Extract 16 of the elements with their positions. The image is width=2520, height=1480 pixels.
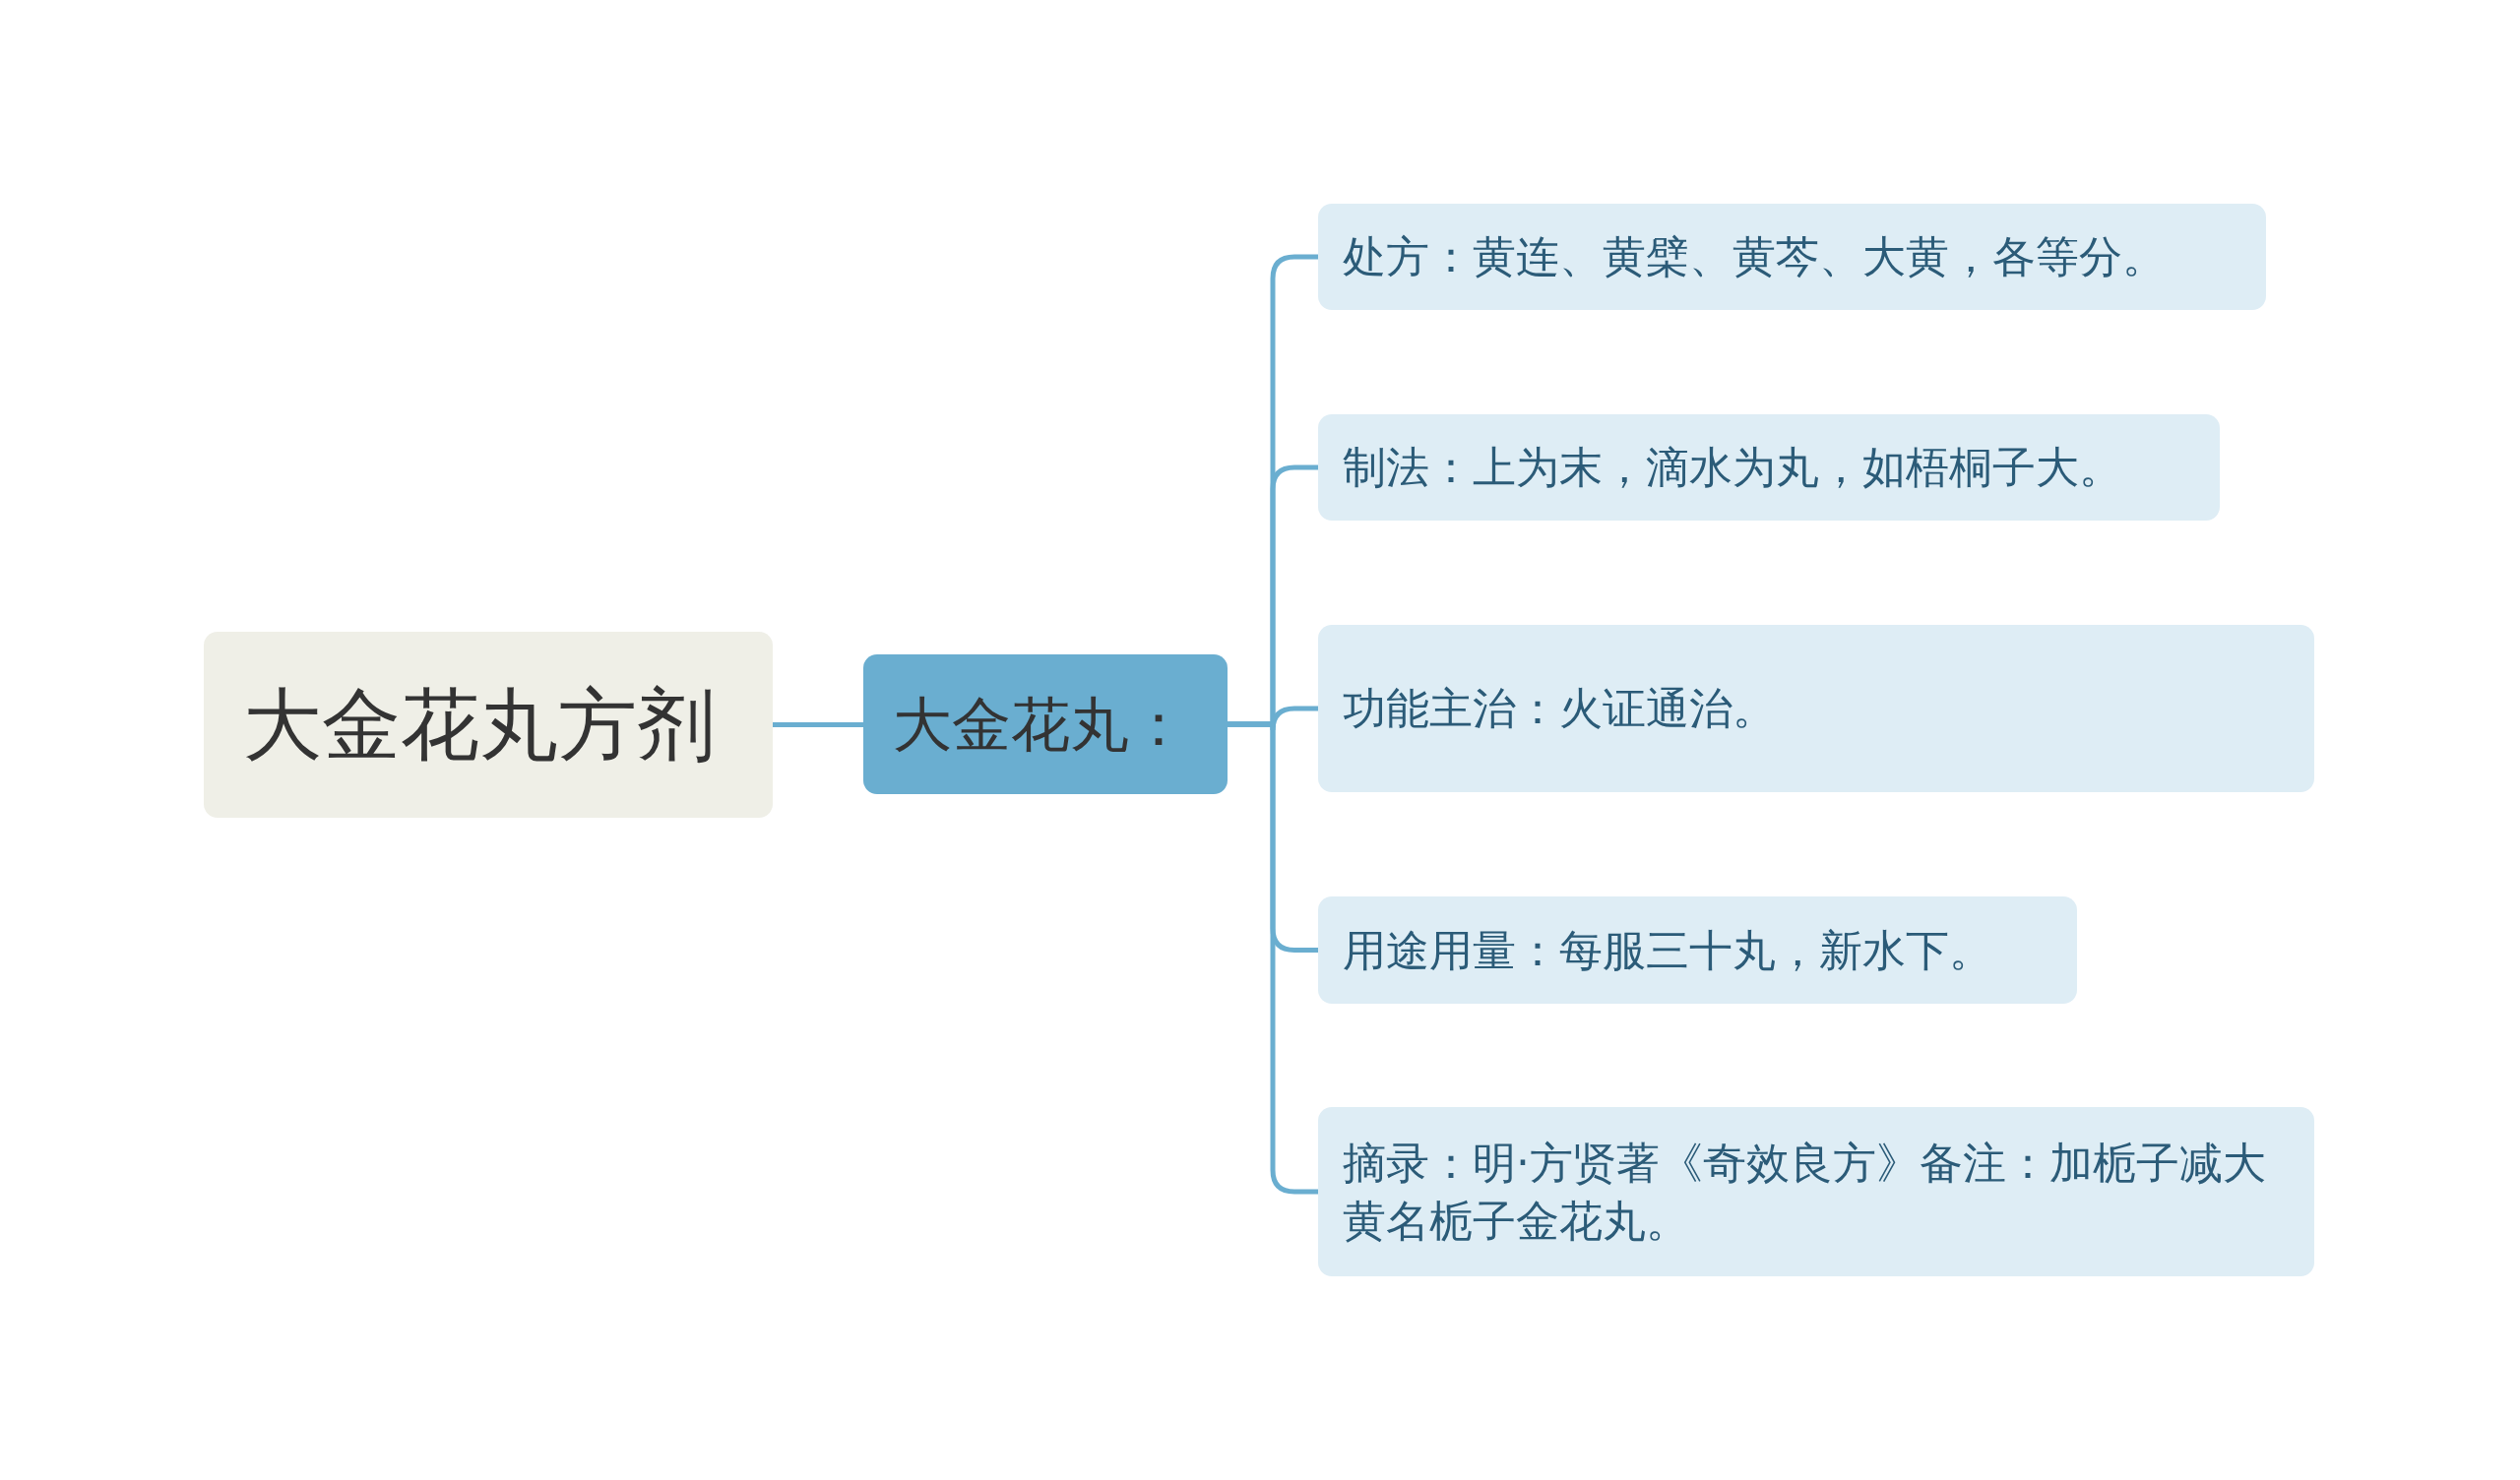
topic-text: 大金花丸方剂 bbox=[243, 677, 716, 772]
topic-text: 处方：黄连、黄檗、黄芩、大黄，各等分。 bbox=[1343, 230, 2166, 284]
topic-text: 摘录：明·方贤著《奇效良方》备注：加栀子减大黄名栀子金花丸。 bbox=[1343, 1136, 2267, 1248]
subtopic-box bbox=[1318, 204, 2266, 310]
subtopic-box bbox=[1318, 896, 2077, 1004]
topic-text: 用途用量：每服三十丸，新水下。 bbox=[1343, 923, 1992, 977]
subtopic-box bbox=[1318, 414, 2220, 521]
topic-text: 功能主治：火证通治。 bbox=[1343, 682, 1776, 736]
subtopic-box bbox=[1318, 1107, 2314, 1276]
main-topic-box bbox=[863, 654, 1228, 794]
topic-text: 制法：上为末，滴水为丸，如梧桐子大。 bbox=[1343, 441, 2122, 495]
connector-line bbox=[1228, 721, 1318, 1195]
topic-text: 大金花丸： bbox=[893, 688, 1188, 761]
subtopic-box bbox=[1318, 625, 2314, 792]
root-topic-box bbox=[204, 632, 773, 818]
connector-line bbox=[773, 722, 863, 727]
